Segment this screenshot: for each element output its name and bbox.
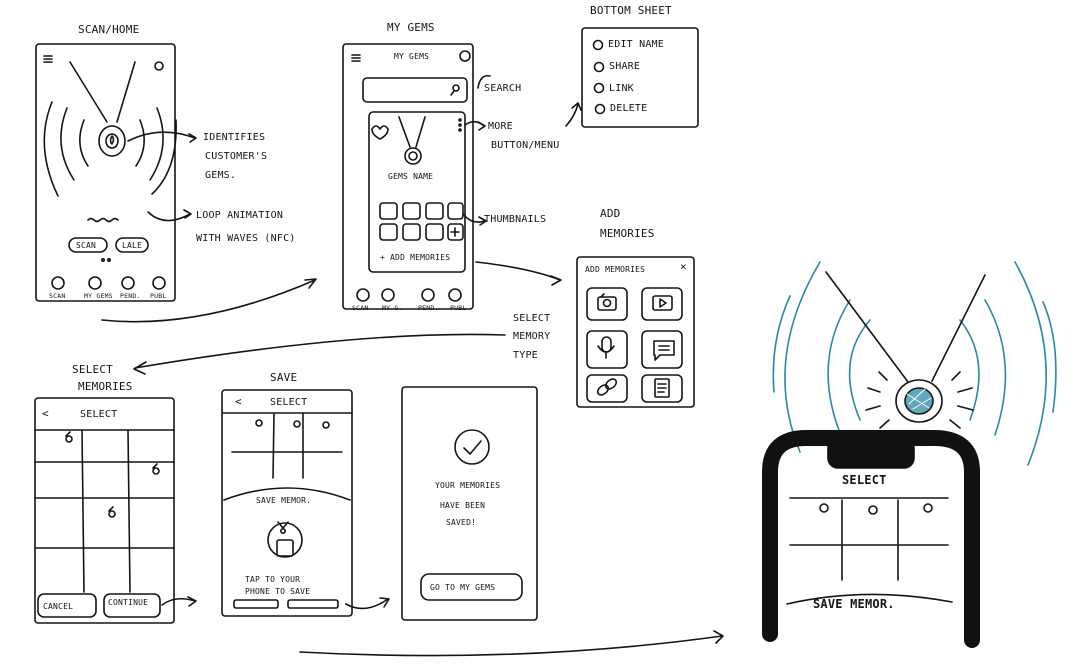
note-loop-1: LOOP ANIMATION	[196, 210, 284, 221]
document-icon[interactable]	[642, 375, 682, 402]
save-sheet-title: SAVE MEMOR.	[256, 496, 312, 505]
note-search: SEARCH	[484, 83, 522, 94]
option-edit-name[interactable]: EDIT NAME	[608, 39, 664, 50]
save-instruction-1: TAP TO YOUR	[245, 575, 301, 584]
nav-scan-2[interactable]: SCAN	[352, 304, 369, 312]
select-memories-label-1: SELECT	[72, 363, 113, 376]
nav-pending-2[interactable]: PEND.	[418, 304, 439, 312]
select-memories-label-2: MEMORIES	[78, 380, 133, 393]
phone-save-sheet: SAVE MEMOR.	[813, 597, 895, 611]
phone-select-header: SELECT	[842, 473, 887, 487]
add-memories-link[interactable]: + ADD MEMORIES	[380, 253, 451, 262]
continue-button[interactable]: CONTINUE	[108, 598, 149, 607]
add-memories-label-1: ADD	[600, 207, 621, 220]
nav-pending[interactable]: PEND.	[120, 292, 141, 300]
my-gems-screen	[342, 43, 582, 310]
note-thumbnails: THUMBNAILS	[484, 214, 547, 225]
save-back-icon[interactable]: <	[235, 395, 242, 408]
message-icon[interactable]	[642, 331, 682, 368]
note-more-1: MORE	[488, 121, 513, 132]
my-gems-app-title: MY GEMS	[394, 52, 430, 61]
option-share[interactable]: SHARE	[609, 61, 641, 72]
add-memories-header: ADD MEMORIES	[585, 265, 646, 274]
saved-message-3: SAVED!	[446, 518, 477, 527]
add-memories-label-2: MEMORIES	[600, 227, 655, 240]
microphone-icon[interactable]	[587, 331, 627, 368]
my-gems-screen-label: MY GEMS	[387, 21, 435, 34]
camera-icon[interactable]	[587, 288, 627, 320]
save-label: SAVE	[270, 371, 298, 384]
note-identifies-3: GEMS.	[205, 170, 237, 181]
save-sketch	[221, 389, 390, 617]
add-memories-sketch	[133, 256, 695, 408]
note-select-type-3: TYPE	[513, 350, 538, 361]
nav-public[interactable]: PUBL	[150, 292, 167, 300]
nav-my-gems-2[interactable]: MY G.	[382, 304, 403, 312]
note-loop-2: WITH WAVES (NFC)	[196, 233, 296, 244]
note-identifies-1: IDENTIFIES	[203, 132, 266, 143]
scan-home-title: SCAN/HOME	[78, 23, 140, 36]
nfc-illustration	[762, 261, 1057, 648]
scan-button[interactable]: SCAN	[76, 241, 97, 250]
saved-message-1: YOUR MEMORIES	[435, 481, 501, 490]
nav-public-2[interactable]: PUBL	[450, 304, 467, 312]
note-more-2: BUTTON/MENU	[491, 140, 560, 151]
select-memories-sketch	[34, 397, 197, 624]
gem-name: GEMS NAME	[388, 172, 434, 181]
select-header: SELECT	[80, 409, 118, 420]
link-icon[interactable]	[587, 375, 627, 402]
save-instruction-2: PHONE TO SAVE	[245, 587, 311, 596]
go-to-my-gems-button[interactable]: GO TO MY GEMS	[430, 583, 496, 592]
close-icon[interactable]: ×	[680, 260, 687, 273]
note-select-type-2: MEMORY	[513, 331, 551, 342]
saved-sketch	[401, 386, 538, 621]
note-identifies-2: CUSTOMER'S	[205, 151, 268, 162]
saved-message-2: HAVE BEEN	[440, 501, 486, 510]
option-delete[interactable]: DELETE	[610, 103, 648, 114]
lale-button[interactable]: LALE	[122, 241, 143, 250]
nav-my-gems[interactable]: MY GEMS	[84, 292, 113, 300]
bottom-sheet-sketch	[581, 27, 699, 128]
bottom-sheet-title: BOTTOM SHEET	[590, 4, 672, 17]
video-icon[interactable]	[642, 288, 682, 320]
option-link[interactable]: LINK	[609, 83, 634, 94]
save-select-header: SELECT	[270, 397, 308, 408]
note-select-type-1: SELECT	[513, 313, 551, 324]
back-icon[interactable]: <	[42, 407, 49, 420]
nav-scan[interactable]: SCAN	[49, 292, 66, 300]
scan-home-screen	[35, 43, 317, 323]
cancel-button[interactable]: CANCEL	[43, 602, 74, 611]
